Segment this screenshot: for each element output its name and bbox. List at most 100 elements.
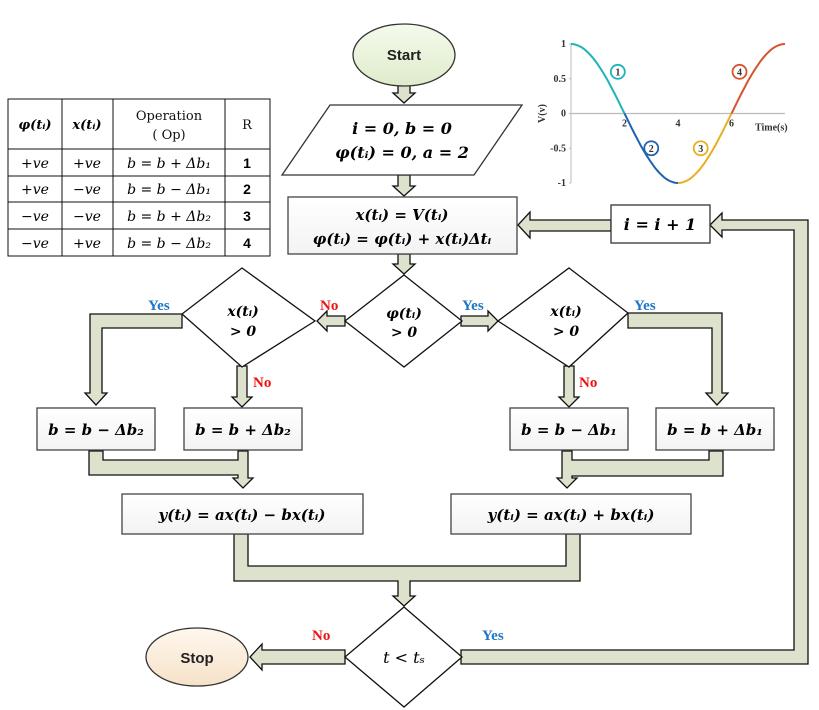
region-marker-circle [643,140,660,157]
decision-phi-line-2: > 0 [391,325,418,341]
stop-node[interactable]: Stop [145,627,249,687]
region-marker-label: 3 [698,144,703,155]
table-header-operation-abbr: ( Op) [152,128,185,143]
table-cell-phi: −ve [21,236,49,252]
box-b-plus-db2-label: b = b + Δb₂ [195,421,291,439]
box-b-minus-db2[interactable]: b = b − Δb₂ [36,407,156,451]
table-cell-phi: +ve [21,182,49,198]
table-border [7,98,271,257]
table-cell-r: 4 [243,235,251,251]
label-no-left-x: No [253,375,271,391]
decision-time-less-than-ts[interactable]: t < tₛ [343,606,463,708]
label-yes-left-x: Yes [148,298,170,314]
decision-x-positive-left[interactable]: x(tᵢ) > 0 [180,267,317,368]
init-line-1: i = 0, b = 0 [352,119,452,138]
x-tick-label: 2 [622,119,627,130]
series-line-region-1 [570,43,626,114]
x-axis-label: Time(s) [755,123,788,134]
decision-phi-positive[interactable]: φ(tᵢ) > 0 [343,274,464,368]
connectors [83,84,809,672]
arrow-right-merge [555,450,724,489]
output-right-label: y(tᵢ) = ax(tᵢ) + bx(tᵢ) [487,506,655,524]
table-row: −ve +ve b = b − Δb₂ 4 [21,235,251,252]
region-marker-circle [731,63,748,80]
label-no-right-x: No [579,375,597,391]
table-cell-op: b = b + Δb₁ [127,156,211,172]
decision-x-right-line-1: x(tᵢ) [549,304,581,320]
output-left-label: y(tᵢ) = ax(tᵢ) − bx(tᵢ) [158,506,326,524]
y-tick-label: -0.5 [550,143,566,154]
table-cell-phi: −ve [21,209,49,225]
region-marker-circle [609,63,626,80]
arrow-left-x-no [230,365,254,408]
table-cell-op: b = b − Δb₂ [127,236,211,252]
process-line-1: x(tᵢ) = V(tᵢ) [354,206,448,224]
y-tick-label: 0.5 [554,74,567,85]
label-yes-time: Yes [482,628,504,644]
y-tick-label: 0 [561,109,566,120]
y-axis-label: V(v) [537,104,548,123]
table-header-r: R [242,118,253,133]
start-label: Start [387,47,421,64]
table-header-operation: Operation [136,109,203,124]
box-b-minus-db2-label: b = b − Δb₂ [48,421,144,439]
arrow-left-merge [88,450,255,489]
arrow-increment-to-process [517,210,612,240]
arrow-phi-yes [460,309,499,333]
series-line-region-4 [730,43,786,114]
label-yes-phi: Yes [462,298,484,314]
table-cell-r: 3 [243,208,251,224]
decision-x-right-line-2: > 0 [553,324,580,340]
x-tick-label: 4 [676,119,681,130]
decision-phi-line-1: φ(tᵢ) [386,306,422,322]
table-cell-phi: +ve [21,156,49,172]
output-box-right[interactable]: y(tᵢ) = ax(tᵢ) + bx(tᵢ) [450,493,692,535]
process-box[interactable]: x(tᵢ) = V(tᵢ) φ(tᵢ) = φ(tᵢ) + x(tᵢ)Δtᵢ [287,196,518,255]
arrow-init-to-process [391,174,417,197]
table-header-x: x(tᵢ) [71,118,101,133]
box-b-minus-db1[interactable]: b = b − Δb₁ [509,407,629,451]
arrow-right-x-no [557,365,581,408]
table-cell-r: 2 [243,181,251,197]
stop-label: Stop [180,650,213,667]
rule-table: φ(tᵢ) x(tᵢ) Operation ( Op) R +ve +ve b … [7,98,271,257]
box-b-plus-db1[interactable]: b = b + Δb₁ [655,407,775,451]
arrow-left-x-yes [83,313,183,406]
table-header-phi: φ(tᵢ) [18,118,51,133]
start-node[interactable]: Start [352,23,456,87]
arrow-start-to-init [391,84,417,104]
region-marker-label: 1 [615,67,620,78]
region-marker-circle [692,140,709,157]
table-cell-x: −ve [73,209,101,225]
table-cell-x: −ve [73,182,101,198]
table-row: −ve −ve b = b + Δb₂ 3 [21,208,251,225]
table-cell-x: +ve [73,156,101,172]
region-marker-label: 2 [649,144,654,155]
label-yes-right-x: Yes [634,298,656,314]
init-parallelogram[interactable]: i = 0, b = 0 φ(tᵢ) = 0, a = 2 [280,104,524,176]
init-line-2: φ(tᵢ) = 0, a = 2 [335,143,469,162]
box-b-plus-db2[interactable]: b = b + Δb₂ [183,407,303,451]
arrow-time-no [249,642,346,672]
decision-x-positive-right[interactable]: x(tᵢ) > 0 [496,267,630,368]
arrow-phi-no [316,309,346,333]
label-no-phi: No [320,298,338,314]
label-no-time: No [312,628,330,644]
process-line-2: φ(tᵢ) = φ(tᵢ) + x(tᵢ)Δtᵢ [313,230,492,248]
table-row: +ve +ve b = b + Δb₁ 1 [21,155,251,172]
increment-box[interactable]: i = i + 1 [610,204,711,244]
decision-x-left-line-2: > 0 [230,324,257,340]
table-cell-r: 1 [243,155,251,171]
box-b-minus-db1-label: b = b − Δb₁ [521,421,617,439]
arrow-time-yes-loop [460,211,809,665]
output-box-left[interactable]: y(tᵢ) = ax(tᵢ) − bx(tᵢ) [121,493,364,535]
table-cell-x: +ve [73,236,101,252]
decision-x-left-line-1: x(tᵢ) [226,304,258,320]
decision-time-label: t < tₛ [383,648,425,667]
arrow-right-x-yes [627,312,730,406]
table-row: +ve −ve b = b − Δb₁ 2 [21,181,251,198]
y-tick-label: 1 [561,39,566,50]
box-b-plus-db1-label: b = b + Δb₁ [667,421,763,439]
